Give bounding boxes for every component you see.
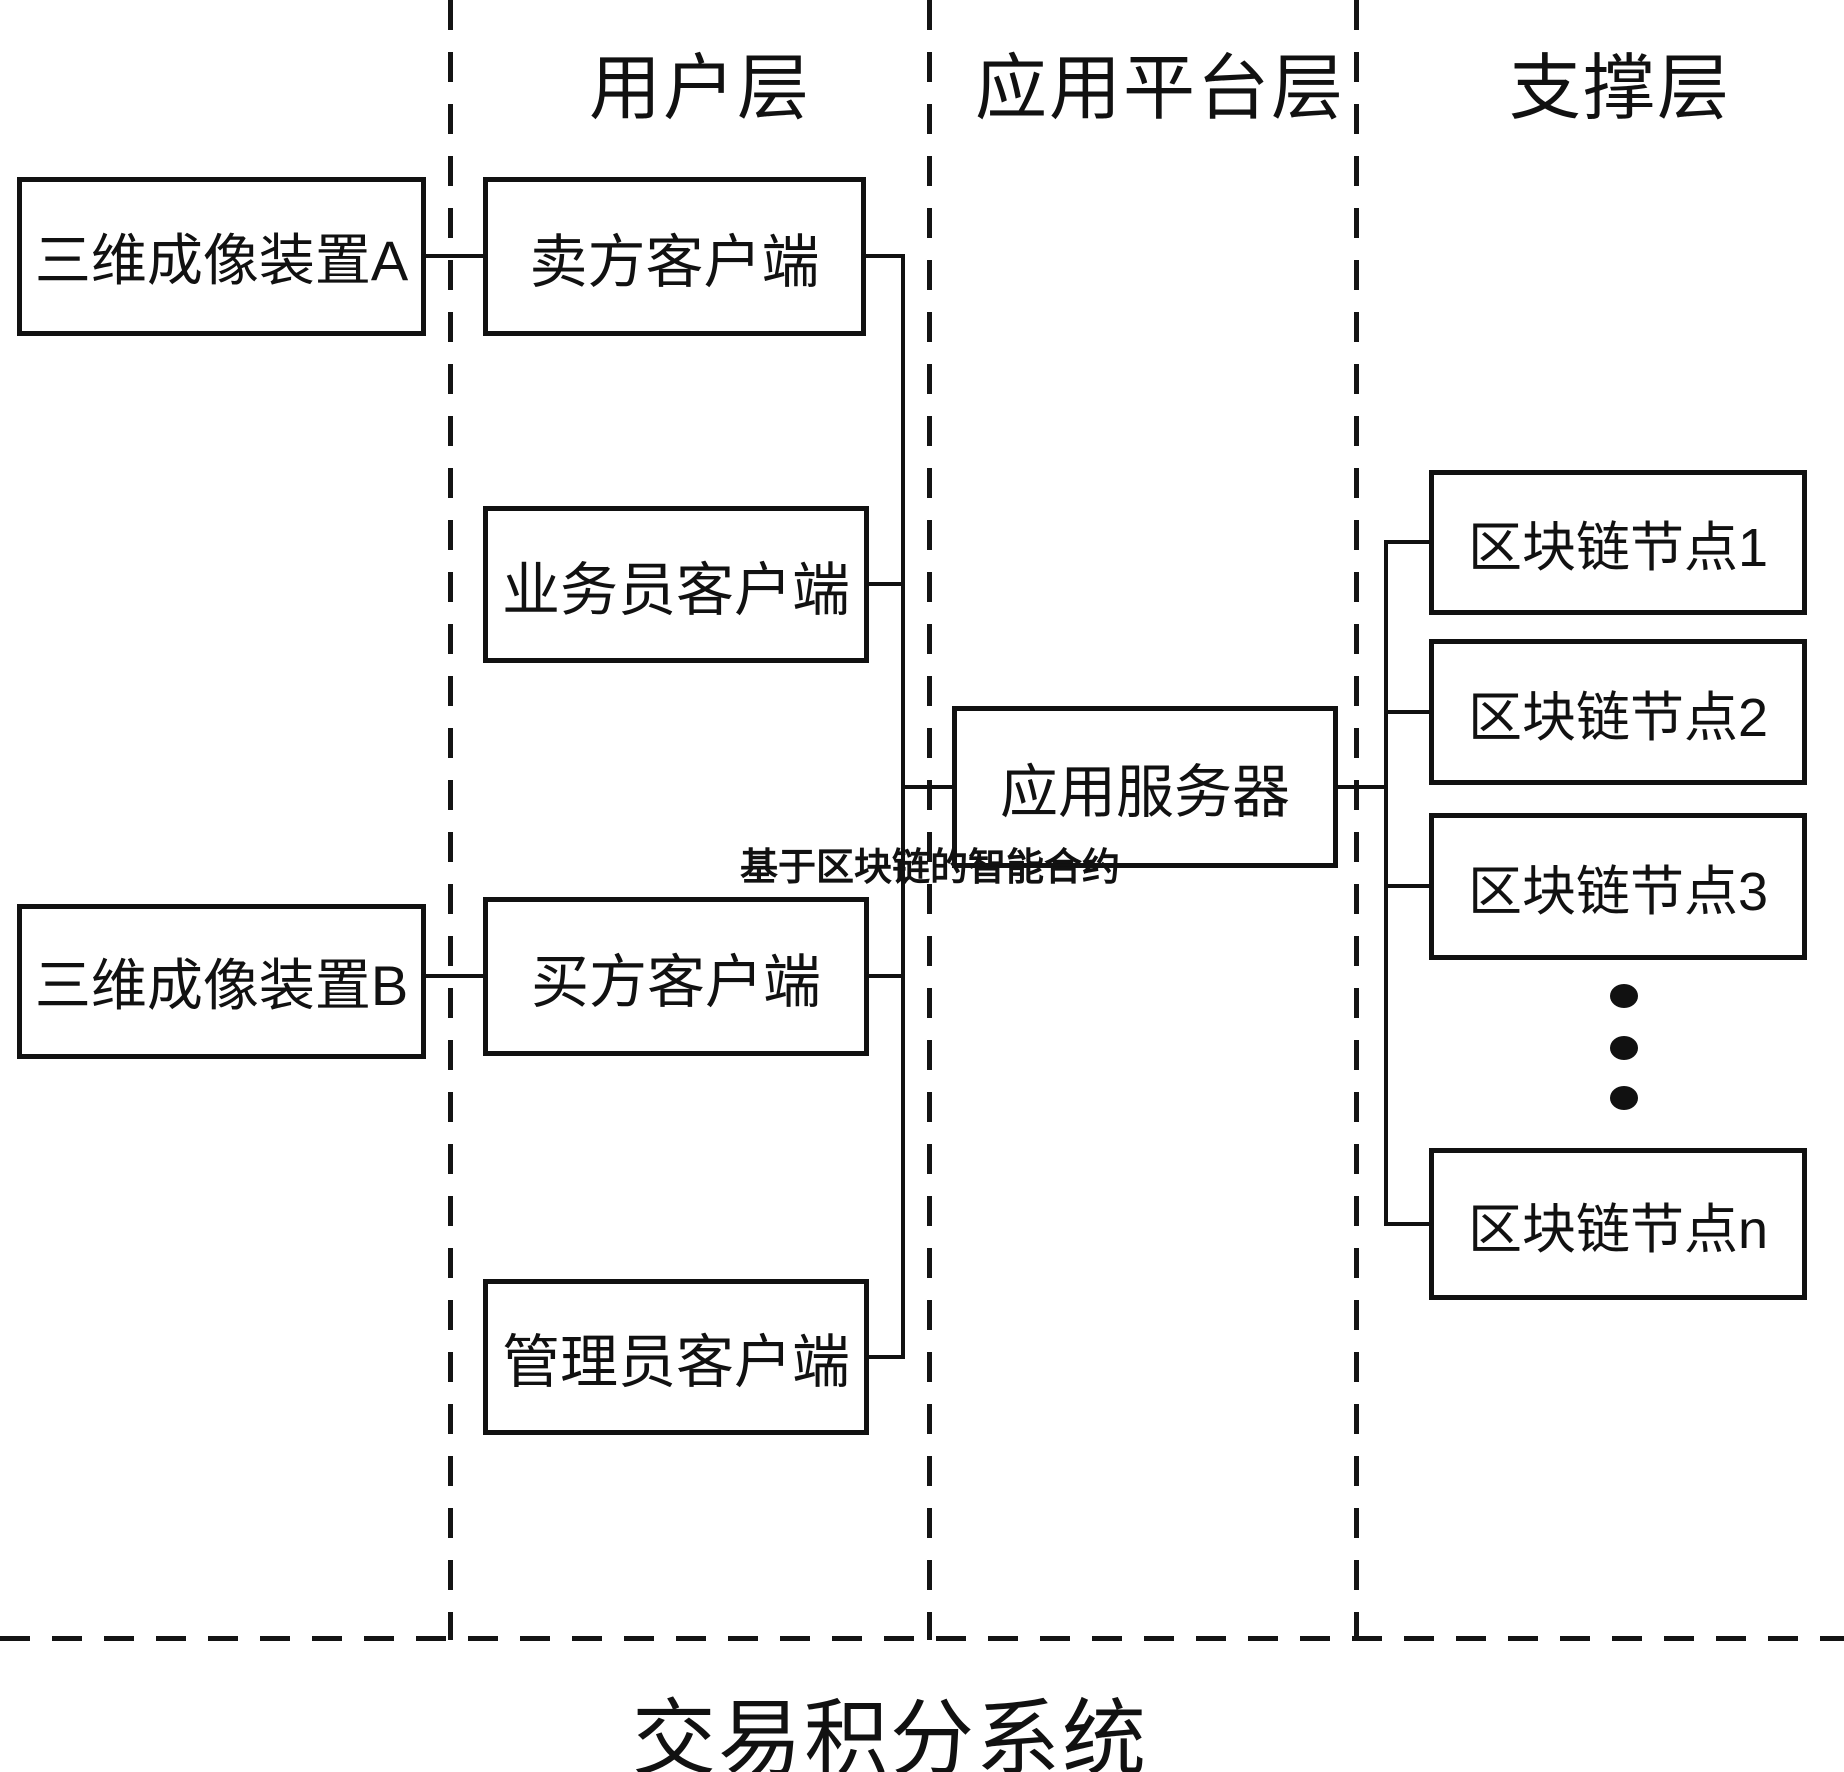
ellipsis-dot-3 [1610, 1086, 1638, 1110]
blockchain-node-1-label: 区块链节点1 [1467, 518, 1769, 578]
header-user-layer: 用户层 [588, 48, 811, 129]
connector-server-to-nodebus [1338, 785, 1388, 789]
box-seller-client: 卖方客户端 [483, 177, 866, 336]
box-imaging-device-b: 三维成像装置B [17, 904, 426, 1059]
ellipsis-dot-2 [1610, 1036, 1638, 1060]
layer-separator-right [1354, 0, 1359, 1640]
smart-contract-annotation: 基于区块链的智能合约 [740, 847, 1121, 889]
box-admin-client: 管理员客户端 [483, 1279, 869, 1435]
box-imaging-device-a: 三维成像装置A [17, 177, 426, 336]
blockchain-node-2-label: 区块链节点2 [1467, 687, 1769, 748]
buyer-client-label: 买方客户端 [530, 949, 821, 1015]
seller-client-label: 卖方客户端 [529, 229, 820, 295]
box-buyer-client: 买方客户端 [483, 897, 869, 1056]
application-server-label: 应用服务器 [999, 760, 1290, 825]
imaging-device-b-label: 三维成像装置B [34, 954, 409, 1017]
stub-admin-client [869, 1355, 905, 1359]
box-blockchain-node-2: 区块链节点2 [1429, 639, 1807, 785]
stub-node-n [1384, 1222, 1429, 1226]
admin-client-label: 管理员客户端 [501, 1330, 850, 1395]
stub-node-1 [1384, 540, 1429, 544]
box-blockchain-node-n: 区块链节点n [1429, 1148, 1807, 1300]
box-blockchain-node-1: 区块链节点1 [1429, 470, 1807, 615]
box-salesman-client: 业务员客户端 [483, 506, 869, 663]
header-support-layer: 支撑层 [1508, 48, 1731, 129]
header-application-platform-layer: 应用平台层 [974, 48, 1345, 129]
node-bus [1384, 540, 1388, 1226]
user-layer-bus [901, 254, 905, 1359]
blockchain-node-3-label: 区块链节点3 [1467, 862, 1769, 922]
stub-node-2 [1384, 710, 1429, 714]
stub-buyer-client [869, 974, 905, 978]
ellipsis-dot-1 [1610, 984, 1638, 1008]
page-title: 交易积分系统 [631, 1692, 1148, 1772]
connector-device-b-to-buyer [426, 974, 483, 978]
box-blockchain-node-3: 区块链节点3 [1429, 813, 1807, 960]
imaging-device-a-label: 三维成像装置A [34, 229, 409, 292]
layer-separator-left [448, 0, 453, 1640]
salesman-client-label: 业务员客户端 [501, 557, 850, 623]
stub-node-3 [1384, 884, 1429, 888]
connector-bus-to-server [901, 785, 952, 789]
box-application-server: 应用服务器 [952, 706, 1338, 868]
bottom-separator [0, 1636, 1844, 1641]
stub-seller-client [866, 254, 905, 258]
stub-salesman-client [869, 582, 905, 586]
connector-device-a-to-seller [426, 254, 483, 258]
blockchain-node-n-label: 区块链节点n [1467, 1199, 1769, 1260]
layer-separator-middle [927, 0, 932, 1640]
